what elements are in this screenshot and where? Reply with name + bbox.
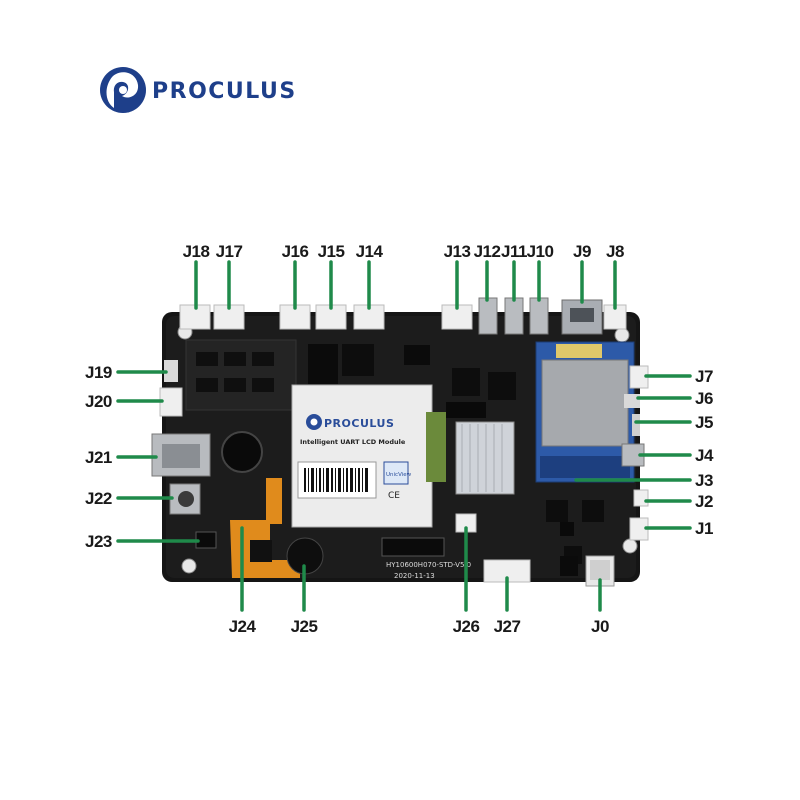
- label-j2: J2: [695, 492, 713, 511]
- barcode: [304, 468, 368, 492]
- label-j4: J4: [695, 446, 714, 465]
- label-j27: J27: [494, 617, 521, 636]
- label-j11: J11: [501, 242, 527, 261]
- sticker-subtitle: Intelligent UART LCD Module: [300, 438, 406, 446]
- leader-lines: [116, 260, 692, 612]
- label-j13: J13: [444, 242, 471, 261]
- label-j14: J14: [356, 242, 384, 261]
- pcb-board: PROCULUS Intelligent UART LCD Module Uni…: [151, 297, 649, 587]
- proculus-logo-icon: [100, 67, 146, 113]
- brand-name: PROCULUS: [152, 79, 297, 104]
- label-j7: J7: [695, 367, 713, 386]
- lcd-module-sticker: PROCULUS Intelligent UART LCD Module Uni…: [291, 384, 433, 528]
- label-j26: J26: [453, 617, 480, 636]
- sticker-badge: UnicView: [386, 472, 412, 478]
- label-j12: J12: [474, 242, 501, 261]
- label-j9: J9: [573, 242, 591, 261]
- label-j10: J10: [527, 242, 554, 261]
- label-j21: J21: [85, 448, 112, 467]
- label-j19: J19: [85, 363, 112, 382]
- silk-date: 2020-11-13: [394, 572, 435, 580]
- label-j18: J18: [183, 242, 210, 261]
- label-j6: J6: [695, 389, 713, 408]
- label-j20: J20: [85, 392, 112, 411]
- label-j5: J5: [695, 413, 713, 432]
- label-j24: J24: [229, 617, 257, 636]
- label-j15: J15: [318, 242, 345, 261]
- label-j8: J8: [606, 242, 624, 261]
- sticker-ce-mark: CE: [388, 491, 400, 501]
- label-j22: J22: [85, 489, 112, 508]
- label-j16: J16: [282, 242, 309, 261]
- label-j23: J23: [85, 532, 112, 551]
- label-j17: J17: [216, 242, 243, 261]
- connector-labels: J18 J17 J16 J15 J14 J13 J12 J11 J10 J9 J…: [85, 242, 714, 636]
- sticker-brand: PROCULUS: [324, 417, 394, 430]
- label-j0: J0: [591, 617, 609, 636]
- label-j1: J1: [695, 519, 713, 538]
- label-j3: J3: [695, 471, 713, 490]
- brand-logo: PROCULUS: [100, 67, 297, 113]
- label-j25: J25: [291, 617, 318, 636]
- silk-model: HY10600H070-STD-V5.0: [386, 561, 471, 569]
